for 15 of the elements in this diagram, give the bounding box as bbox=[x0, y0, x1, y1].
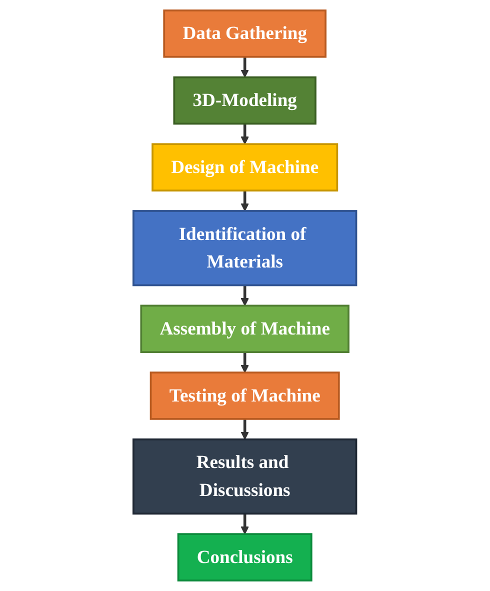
node-box: Identification of Materials bbox=[132, 210, 358, 286]
arrow bbox=[240, 352, 250, 373]
node-box: Testing of Machine bbox=[150, 372, 340, 420]
arrow bbox=[240, 124, 250, 145]
arrow bbox=[240, 56, 250, 78]
node-box: Design of Machine bbox=[152, 143, 338, 192]
node-box: Data Gathering bbox=[163, 10, 327, 58]
arrow bbox=[240, 190, 250, 212]
arrow bbox=[240, 285, 250, 306]
node-box: Results and Discussions bbox=[132, 438, 358, 515]
arrow bbox=[240, 418, 250, 440]
node-box: Assembly of Machine bbox=[140, 304, 350, 354]
arrow bbox=[240, 514, 250, 534]
node-box: 3D-Modeling bbox=[173, 76, 317, 125]
node-box: Conclusions bbox=[178, 533, 312, 582]
